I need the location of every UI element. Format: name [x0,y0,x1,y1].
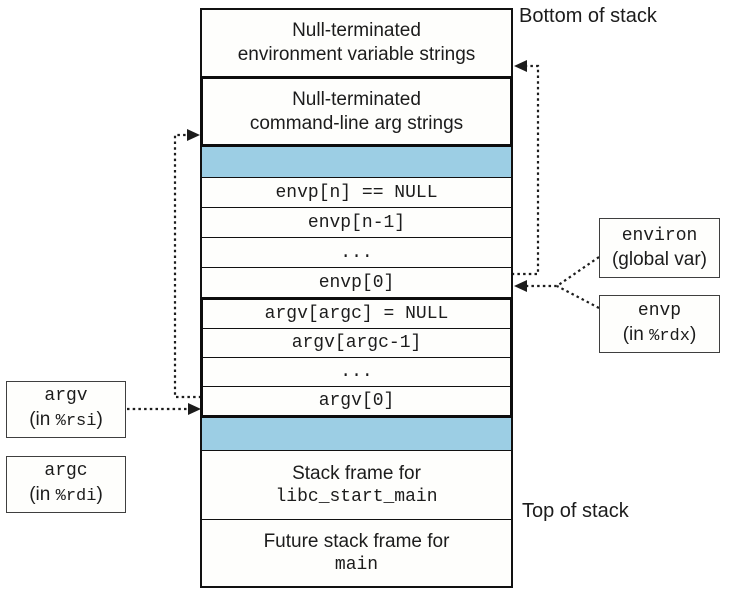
unused-band-lower [200,418,513,450]
libc-frame-function: libc_start_main [275,487,438,507]
cmd-args-line1: Null-terminated [292,88,421,110]
argv-register-name: argv [44,386,88,406]
stack-row-argv-ellipsis: ... [203,357,510,386]
envp0-arrowhead [514,280,527,292]
environ-location: (global var) [611,248,708,270]
env-strings-arrowhead [514,60,527,72]
stack-row-envp-n-null: envp[n] == NULL [200,177,513,207]
main-frame-function: main [334,555,379,575]
stack-box-argv-array: argv[argc] = NULL argv[argc-1] ... argv[… [200,297,513,418]
stack-row-argv-argc-null: argv[argc] = NULL [264,304,449,324]
stack-row-libc-frame: Stack frame for libc_start_main [200,450,513,519]
env-strings-line1: Null-terminated [292,20,421,41]
argv-register-box: argv (in %rsi) [6,381,126,438]
cmd-strings-arrowhead [187,129,200,141]
unused-band-upper [200,147,513,177]
stack-row-envp-0: envp[0] [200,267,513,297]
environ-to-envp0-line [526,256,600,288]
envp-register-box: envp (in %rdx) [599,295,720,353]
argv-register-location: (in %rsi) [29,409,103,431]
libc-frame-line1: Stack frame for [292,463,421,484]
envp-register-name: envp [637,300,682,321]
cmd-args-line2: command-line arg strings [249,112,464,134]
envp-register-location: (in %rdx) [622,323,697,346]
argc-register-box: argc (in %rdi) [6,456,126,513]
env-strings-line2: environment variable strings [237,44,476,65]
envp-to-envp0-line [556,285,600,309]
stack-row-envp-ellipsis: ... [200,237,513,267]
main-frame-line1: Future stack frame for [263,531,450,552]
environ-name: environ [621,225,698,246]
stack-row-future-main-frame: Future stack frame for main [200,519,513,588]
stack-row-cmd-arg-strings: Null-terminated command-line arg strings [200,76,513,147]
stack-column: Null-terminated environment variable str… [200,8,513,588]
stack-row-argv-argc-1: argv[argc-1] [203,328,510,357]
environ-global-box: environ (global var) [599,218,720,278]
stack-row-envp-n-1: envp[n-1] [200,207,513,237]
top-of-stack-label: Top of stack [522,500,629,522]
stack-row-argv-0: argv[0] [203,386,510,415]
argc-register-location: (in %rdi) [29,484,103,506]
bottom-of-stack-label: Bottom of stack [519,5,657,27]
stack-row-env-strings: Null-terminated environment variable str… [200,8,513,76]
argc-register-name: argc [44,461,88,481]
